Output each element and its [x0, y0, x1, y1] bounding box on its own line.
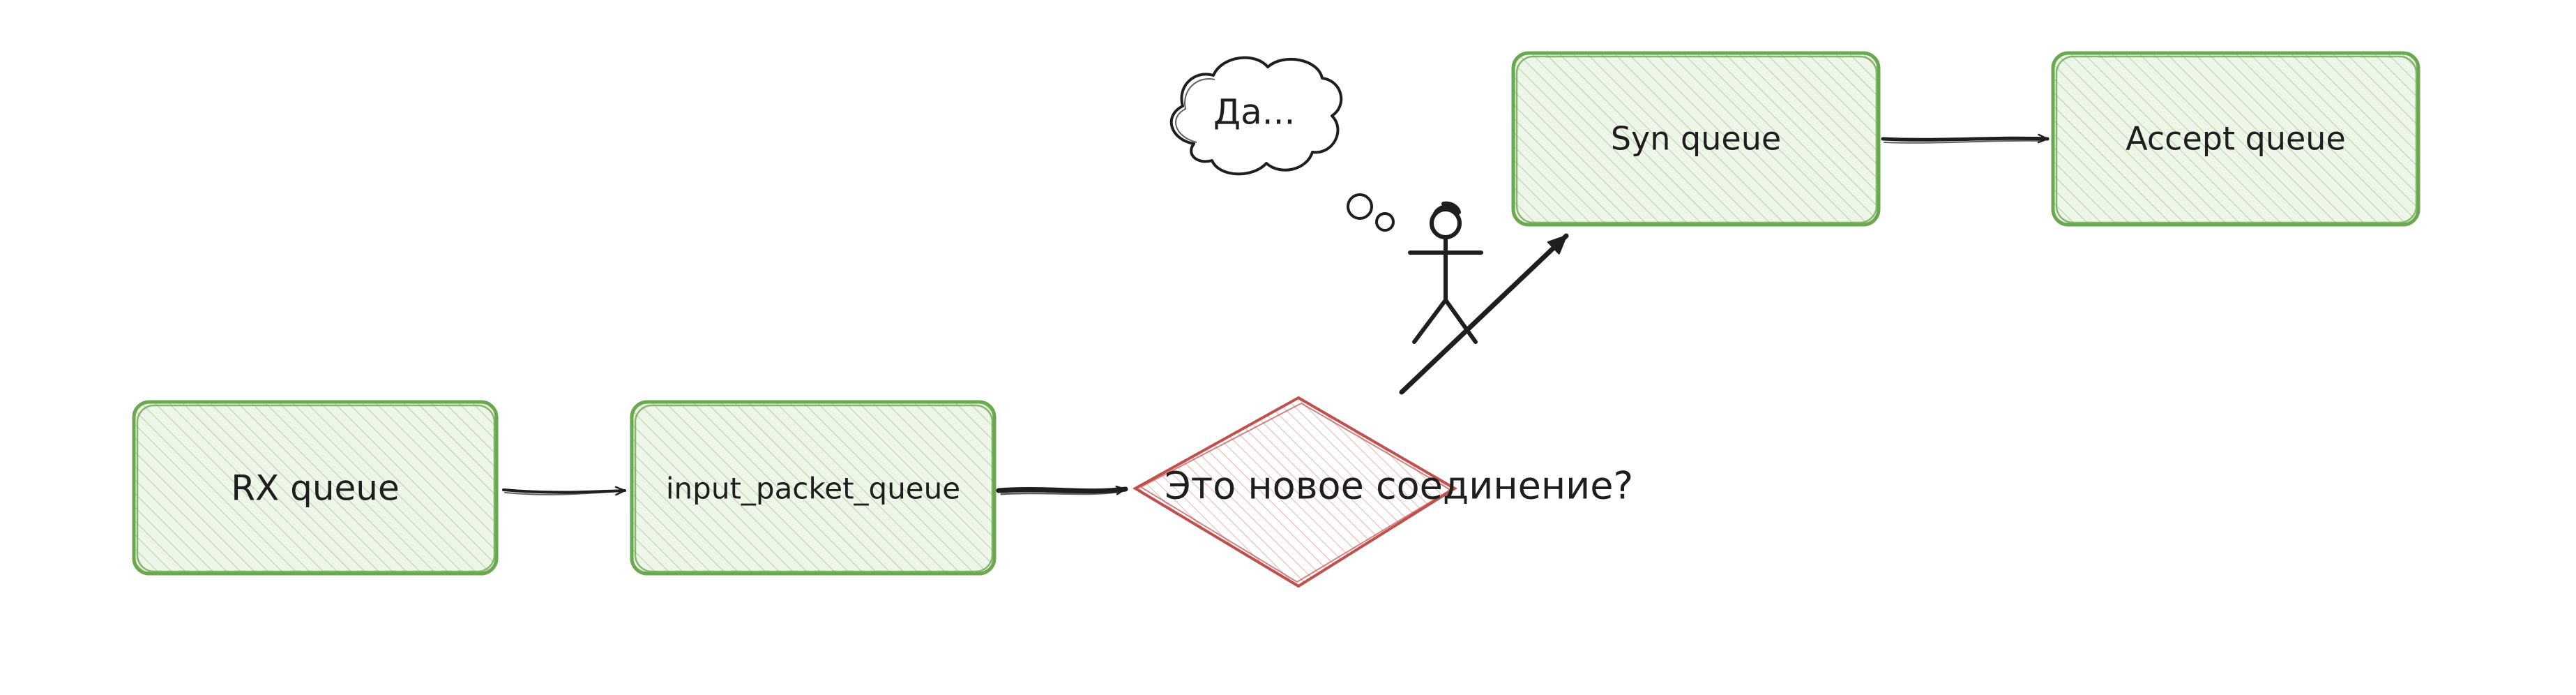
edge-decision-to-syn [1399, 233, 1569, 395]
node-decision-label: Это новое соединение? [1165, 464, 1633, 508]
node-syn-queue-label: Syn queue [1611, 120, 1781, 158]
edge-syn-to-accept [1881, 133, 2050, 144]
node-accept-queue: Accept queue [2051, 51, 2420, 227]
node-decision: Это новое соединение? [1132, 396, 1633, 588]
node-input-packet-queue-label: input_packet_queue [666, 472, 960, 506]
thought-bubble-text: Да... [1213, 92, 1295, 133]
edge-input-to-decision [996, 485, 1128, 495]
node-accept-queue-label: Accept queue [2126, 120, 2346, 158]
node-rx-queue: RX queue [132, 400, 499, 576]
node-rx-queue-label: RX queue [231, 468, 400, 509]
edge-rx-to-input [502, 486, 626, 496]
node-input-packet-queue: input_packet_queue [630, 400, 997, 576]
node-syn-queue: Syn queue [1511, 51, 1881, 227]
thought-bubble-icon [1169, 56, 1395, 232]
stick-figure-icon [1408, 201, 1483, 344]
